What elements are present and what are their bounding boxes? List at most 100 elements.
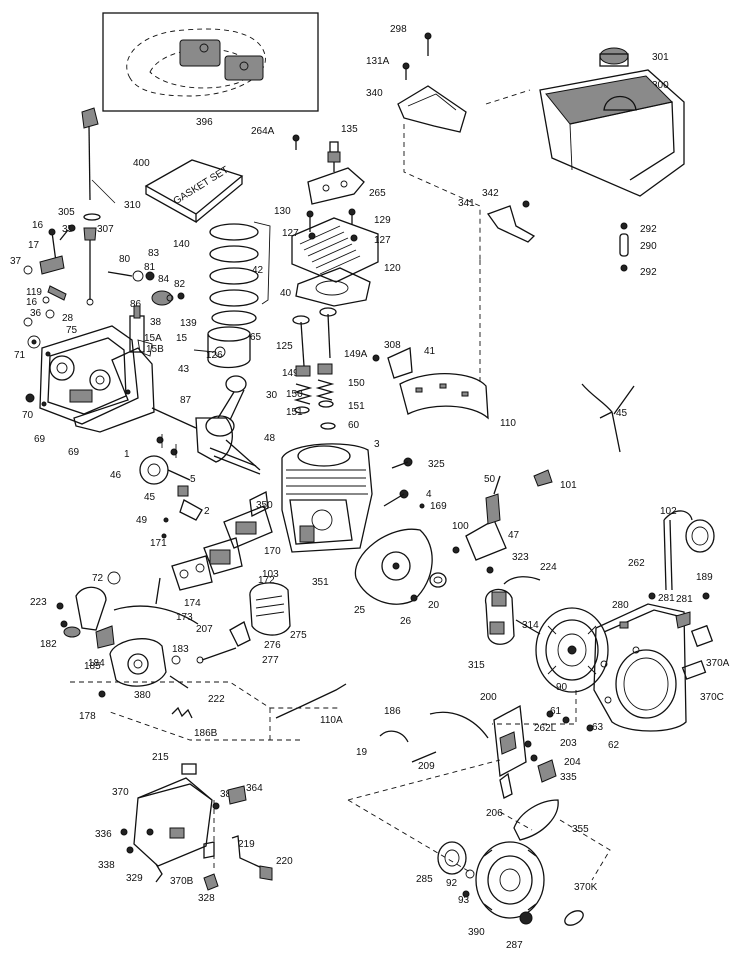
callout-label: 139: [180, 318, 197, 329]
screw-262: [702, 592, 710, 600]
callout-label: 151: [286, 407, 303, 418]
callout-label: 220: [276, 856, 293, 867]
callout-label: 292: [640, 267, 657, 278]
callout-label: 87: [180, 395, 192, 406]
recoil-starter: [475, 841, 545, 919]
callout-label: 149: [282, 368, 299, 379]
callout-label: 93: [458, 895, 470, 906]
screw-281: [648, 592, 656, 600]
throttle-link: [196, 621, 251, 664]
callout-label: 300: [652, 80, 669, 91]
gasket-set-box: GASKET SET: [144, 159, 244, 224]
muffler: [663, 510, 715, 591]
sump-cover: [39, 325, 139, 425]
callout-label: 45: [616, 408, 628, 419]
callout-label: 25: [354, 605, 366, 616]
callout-label: 65: [250, 332, 262, 343]
callout-label: 370K: [574, 882, 598, 893]
callout-label: 169: [430, 501, 447, 512]
callout-label: 338: [98, 860, 115, 871]
callout-label: 185: [84, 661, 101, 672]
callout-label: 351: [312, 577, 329, 588]
callout-label: 305: [58, 207, 75, 218]
callout-label: 170: [264, 546, 281, 557]
callout-label: 63: [592, 722, 604, 733]
intake-elbow: [56, 571, 121, 638]
callout-label: 173: [176, 612, 193, 623]
callout-label: 61: [550, 706, 562, 717]
callout-label: 26: [400, 616, 412, 627]
starter-button: [231, 835, 273, 881]
callout-label: 200: [480, 692, 497, 703]
callout-label: 262: [628, 558, 645, 569]
clip-281: [675, 611, 691, 629]
cylinder-head: [291, 217, 379, 283]
callout-label: 15B: [146, 344, 164, 355]
callout-label: 71: [14, 350, 26, 361]
callout-label: 315: [468, 660, 485, 671]
piston-rings: [209, 221, 271, 326]
callout-label: 102: [660, 506, 677, 517]
callout-label: 83: [148, 248, 160, 259]
callout-label: 17: [28, 240, 40, 251]
callout-label: 110A: [320, 715, 343, 726]
stop-switch: [533, 469, 553, 487]
callout-label: 80: [119, 254, 131, 265]
callout-label: 189: [696, 572, 713, 583]
callout-label: 178: [79, 711, 96, 722]
callout-label: 186: [384, 706, 401, 717]
callout-label: 110: [500, 418, 516, 429]
callout-label: 350: [256, 500, 273, 511]
callout-label: 15: [176, 333, 188, 344]
cylinder-block: [281, 443, 425, 553]
callout-label: 86: [130, 299, 142, 310]
lifter-bracket: [129, 305, 153, 357]
callout-label: 207: [196, 624, 213, 635]
ring-370K: [564, 910, 584, 926]
callout-label: 35: [62, 224, 74, 235]
callout-label: 69: [68, 447, 80, 458]
callout-label: 308: [384, 340, 401, 351]
callout-label: 1: [124, 449, 130, 460]
callout-label: 301: [652, 52, 669, 63]
callout-label: 49: [136, 515, 148, 526]
callout-label: 20: [428, 600, 440, 611]
callout-label: 370C: [700, 692, 724, 703]
decal-370A: [690, 624, 714, 648]
callout-label: 292: [640, 224, 657, 235]
callout-label: 3: [374, 439, 380, 450]
ground-wire: [503, 576, 541, 585]
callout-label: 340: [366, 88, 383, 99]
valve-springs: [293, 363, 336, 430]
inset-fuel-line-sketch: [126, 28, 266, 97]
callout-label: 15A: [144, 333, 162, 344]
callout-label: 219: [238, 839, 255, 850]
part-370B: [203, 841, 215, 859]
group-boundaries: [70, 89, 611, 881]
callout-label: 203: [560, 738, 577, 749]
callout-label: 314: [522, 620, 539, 631]
callout-label: 149A: [344, 349, 368, 360]
callout-label: 287: [506, 940, 523, 951]
callout-label: 323: [512, 552, 529, 563]
breather-bracket: [397, 32, 467, 133]
callout-label: 370: [112, 787, 129, 798]
callout-label: 140: [173, 239, 190, 250]
callout-label: 50: [484, 474, 496, 485]
callout-label: 127: [282, 228, 299, 239]
flywheel: [535, 607, 609, 693]
callout-label: 174: [184, 598, 201, 609]
screw-338: [126, 846, 134, 854]
callout-label: 48: [264, 433, 276, 444]
callout-label: 336: [95, 829, 112, 840]
callout-label: 209: [418, 761, 435, 772]
callout-label: 135: [341, 124, 358, 135]
callout-label: 130: [274, 206, 291, 217]
callout-label: 328: [198, 893, 215, 904]
callout-label: 127: [374, 235, 391, 246]
callout-label: 40: [280, 288, 292, 299]
callout-label: 75: [66, 325, 78, 336]
callout-label: 183: [172, 644, 189, 655]
callout-label: 171: [150, 538, 167, 549]
